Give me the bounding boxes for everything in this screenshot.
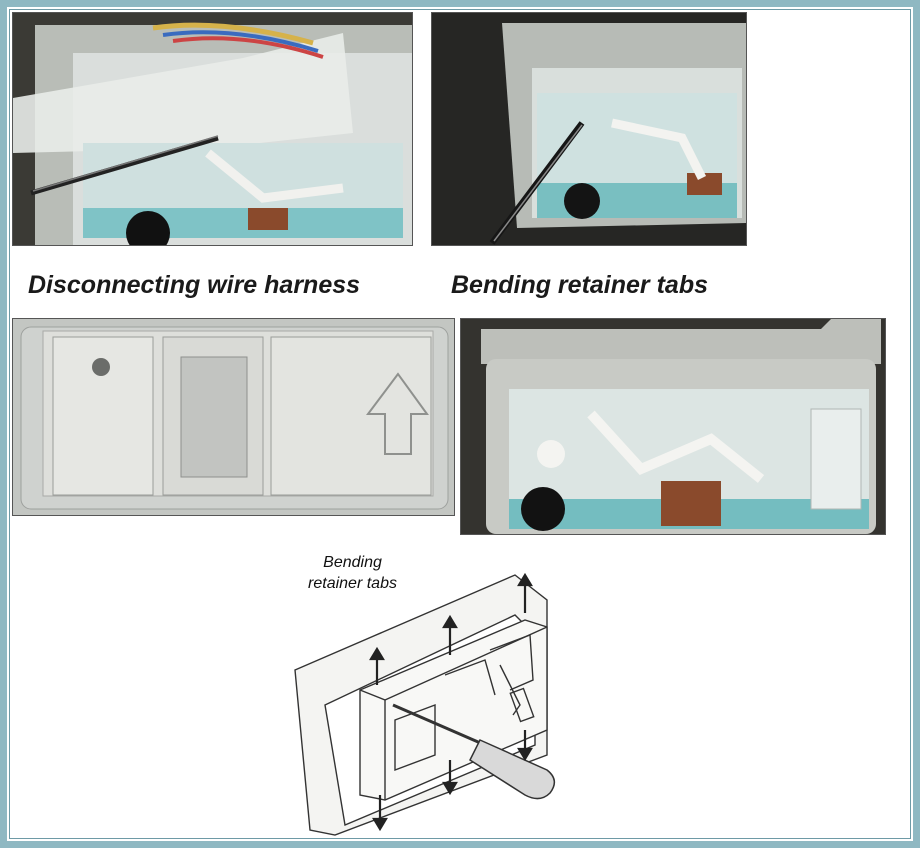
caption-disconnecting-wire-harness: Disconnecting wire harness (28, 271, 361, 299)
photo-dispenser-front-illustration (13, 319, 454, 515)
down-arrows (372, 730, 533, 832)
up-arrows (369, 572, 533, 685)
photo-dispenser-front (12, 318, 455, 516)
diagram-label-line1: Bending (323, 554, 382, 571)
photo-dispenser-back-illustration (461, 319, 885, 534)
caption-bending-retainer-tabs: Bending retainer tabs (451, 271, 708, 299)
diagram-label-line2: retainer tabs (308, 575, 397, 592)
screwdriver-icon (392, 703, 556, 800)
retainer-tabs-diagram (294, 572, 556, 836)
photo-retainer-tabs-illustration (432, 13, 746, 245)
photo-wire-harness-illustration (13, 13, 412, 245)
diagram-label: Bending retainer tabs (290, 552, 415, 594)
photo-bending-retainer-tabs (431, 12, 747, 246)
photo-dispenser-back (460, 318, 886, 535)
photo-disconnecting-wire-harness (12, 12, 413, 246)
